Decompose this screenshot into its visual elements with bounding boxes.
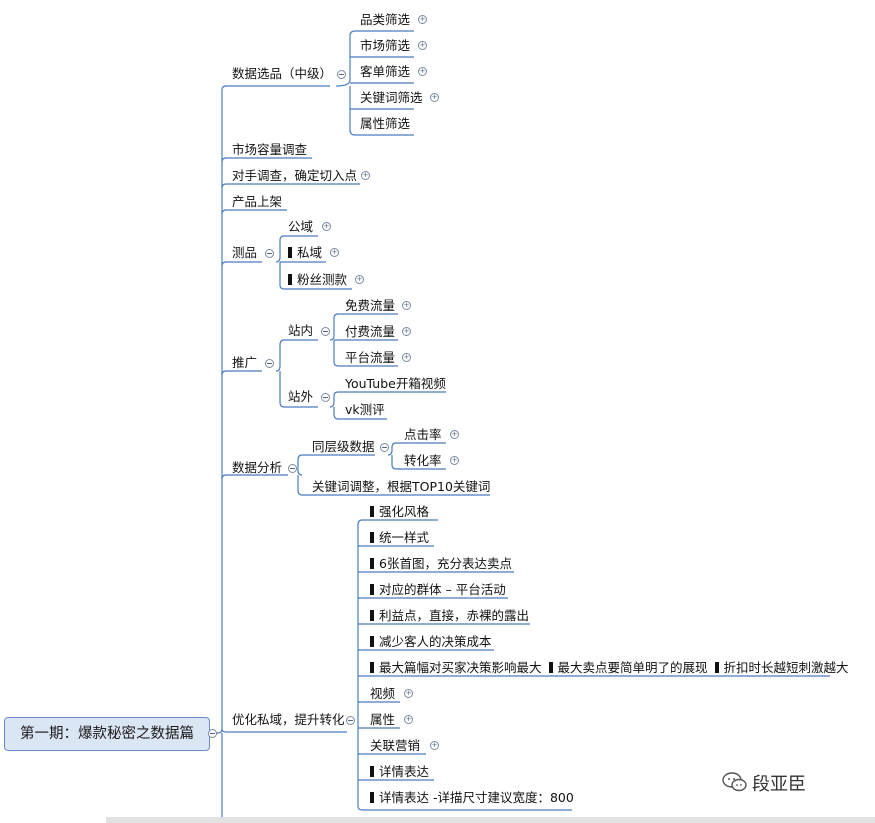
optimize-item-label: 最大篇幅对买家决策影响最大 (379, 660, 542, 675)
optimize-item[interactable]: 详情表达 -详描尺寸建议宽度：800 (370, 790, 574, 806)
bullet-icon (370, 558, 374, 569)
same-level-collapse-icon[interactable] (380, 443, 389, 452)
optimize-item-label: 减少客人的决策成本 (379, 634, 492, 649)
optimize-item[interactable]: 6张首图，充分表达卖点 (370, 556, 512, 572)
expand-icon[interactable]: + (418, 41, 427, 50)
optimize-item-label: 统一样式 (379, 530, 430, 545)
same-level-item[interactable]: 转化率 (404, 453, 442, 468)
optimize-item[interactable]: 详情表达 (370, 764, 429, 780)
data-selection-item[interactable]: 关键词筛选 (360, 90, 423, 105)
wechat-icon (722, 772, 747, 792)
optimize-collapse-icon[interactable] (346, 716, 355, 725)
data-selection-collapse-icon[interactable] (337, 70, 346, 79)
root-node[interactable]: 第一期：爆款秘密之数据篇 (4, 717, 210, 751)
onsite-collapse-icon[interactable] (321, 327, 330, 336)
expand-icon[interactable]: + (355, 275, 364, 284)
expand-icon[interactable]: + (450, 430, 459, 439)
optimize-item-label: 折扣时长越短刺激越大 (723, 660, 849, 675)
promotion-collapse-icon[interactable] (265, 359, 274, 368)
optimize-item-label: 对应的群体 – 平台活动 (379, 582, 506, 597)
onsite-item[interactable]: 平台流量 (345, 350, 396, 365)
bullet-icon (714, 662, 719, 673)
onsite-item[interactable]: 付费流量 (345, 324, 396, 339)
bullet-icon (370, 792, 374, 803)
analysis-same-level[interactable]: 同层级数据 (312, 439, 375, 454)
testing-item-label: 粉丝测款 (297, 272, 348, 287)
data-selection-item[interactable]: 属性筛选 (360, 116, 411, 131)
offsite-collapse-icon[interactable] (321, 393, 330, 402)
testing-collapse-icon[interactable] (265, 249, 274, 258)
expand-icon[interactable]: + (418, 67, 427, 76)
testing-item-label: 私域 (297, 245, 323, 260)
expand-icon[interactable]: + (404, 689, 413, 698)
bullet-icon (288, 274, 292, 285)
horizontal-scrollbar[interactable] (106, 817, 875, 823)
offsite-item[interactable]: vk测评 (345, 402, 385, 417)
expand-icon[interactable]: + (430, 741, 439, 750)
optimize-item[interactable]: 属性 (370, 712, 396, 727)
optimize-item-label: 详情表达 (379, 764, 430, 779)
optimize-item-label: 6张首图，充分表达卖点 (379, 556, 512, 571)
branch-promotion[interactable]: 推广 (232, 355, 258, 370)
bullet-icon (370, 610, 374, 621)
bullet-icon (370, 662, 374, 673)
data-selection-item[interactable]: 市场筛选 (360, 38, 411, 53)
bullet-icon (370, 532, 374, 543)
expand-icon[interactable]: + (450, 456, 459, 465)
expand-icon[interactable]: + (361, 171, 370, 180)
branch-market-capacity[interactable]: 市场容量调查 (232, 142, 308, 157)
bullet-icon (548, 662, 553, 673)
bullet-icon (370, 506, 374, 517)
bullet-icon (288, 247, 292, 258)
optimize-item[interactable]: 对应的群体 – 平台活动 (370, 582, 506, 598)
watermark-text: 段亚臣 (752, 774, 806, 795)
promotion-offsite[interactable]: 站外 (288, 389, 314, 404)
branch-data-selection[interactable]: 数据选品（中级） (232, 66, 333, 81)
bullet-icon (370, 636, 374, 647)
optimize-item[interactable]: 关联营销 (370, 738, 421, 753)
same-level-item[interactable]: 点击率 (404, 427, 442, 442)
branch-testing[interactable]: 测品 (232, 245, 258, 260)
optimize-item[interactable]: 利益点，直接，赤裸的露出 (370, 608, 529, 624)
onsite-item[interactable]: 免费流量 (345, 298, 396, 313)
branch-listing[interactable]: 产品上架 (232, 194, 283, 209)
expand-icon[interactable]: + (402, 301, 411, 310)
data-selection-item[interactable]: 品类筛选 (360, 12, 411, 27)
branch-competitor[interactable]: 对手调查，确定切入点 (232, 168, 358, 183)
optimize-item-label: 详情表达 -详描尺寸建议宽度：800 (379, 790, 574, 805)
expand-icon[interactable]: + (402, 353, 411, 362)
offsite-item[interactable]: YouTube开箱视频 (345, 376, 446, 391)
expand-icon[interactable]: + (430, 93, 439, 102)
root-collapse-icon[interactable] (208, 729, 217, 738)
bullet-icon (370, 766, 374, 777)
testing-item[interactable]: 私域 (288, 245, 322, 261)
data-selection-item[interactable]: 客单筛选 (360, 64, 411, 79)
expand-icon[interactable]: + (402, 327, 411, 336)
optimize-item[interactable]: 视频 (370, 686, 396, 701)
optimize-item[interactable]: 减少客人的决策成本 (370, 634, 492, 650)
promotion-onsite[interactable]: 站内 (288, 323, 314, 338)
optimize-item-label: 最大卖点要简单明了的展现 (557, 660, 708, 675)
optimize-item-label: 利益点，直接，赤裸的露出 (379, 608, 530, 623)
analysis-keyword-adjust[interactable]: 关键词调整，根据TOP10关键词 (312, 479, 491, 494)
expand-icon[interactable]: + (322, 222, 331, 231)
analysis-collapse-icon[interactable] (288, 464, 297, 473)
optimize-item[interactable]: 统一样式 (370, 530, 429, 546)
expand-icon[interactable]: + (330, 248, 339, 257)
optimize-item[interactable]: 最大篇幅对买家决策影响最大 最大卖点要简单明了的展现 折扣时长越短刺激越大 (370, 660, 849, 676)
branch-optimize[interactable]: 优化私域，提升转化 (232, 712, 345, 727)
bullet-icon (370, 584, 374, 595)
testing-item[interactable]: 粉丝测款 (288, 272, 347, 288)
expand-icon[interactable]: + (404, 715, 413, 724)
optimize-item-label: 强化风格 (379, 504, 430, 519)
testing-item[interactable]: 公域 (288, 219, 314, 234)
optimize-item[interactable]: 强化风格 (370, 504, 429, 520)
expand-icon[interactable]: + (418, 15, 427, 24)
branch-analysis[interactable]: 数据分析 (232, 460, 283, 475)
